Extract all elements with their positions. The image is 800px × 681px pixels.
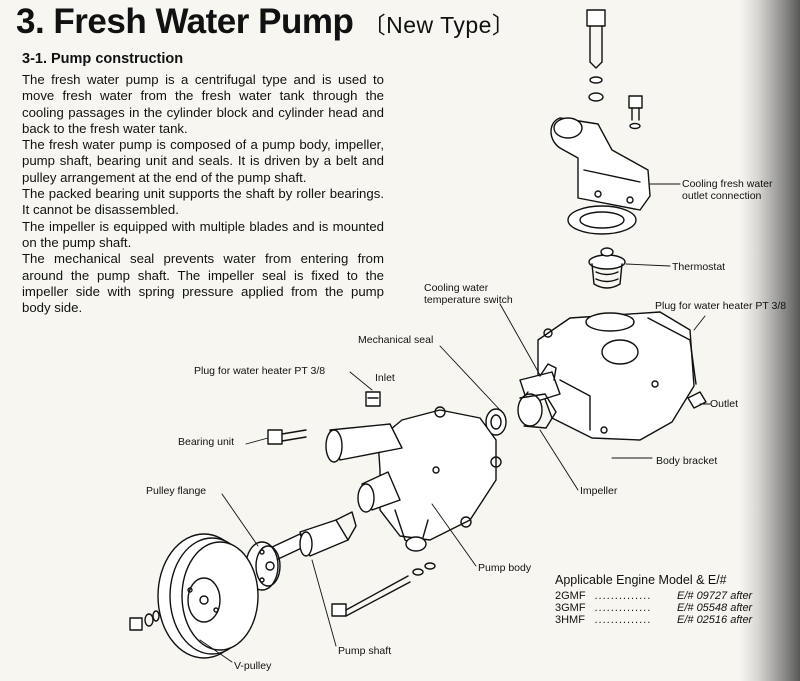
label-mechanical-seal: Mechanical seal	[358, 334, 434, 346]
paragraph-3: The packed bearing unit supports the sha…	[22, 186, 384, 218]
label-pulley-flange: Pulley flange	[146, 485, 207, 497]
long-bolt-icon	[331, 562, 436, 617]
engine-number: E/# 05548 after	[677, 602, 753, 614]
label-thermostat: Thermostat	[672, 261, 726, 273]
inlet-plug-icon	[365, 391, 381, 407]
paragraph-5: The mechanical seal prevents water from …	[22, 251, 384, 316]
leader-dots: ..............	[595, 602, 652, 614]
outlet-plug-icon	[687, 391, 707, 409]
label-inlet: Inlet	[375, 372, 395, 384]
thermostat-icon	[588, 247, 626, 289]
paragraph-1: The fresh water pump is a centrifugal ty…	[22, 72, 384, 136]
leader-lines	[199, 183, 711, 663]
engine-number: E/# 02516 after	[677, 614, 753, 626]
paragraph-4: The impeller is equipped with multiple b…	[22, 218, 384, 250]
paragraph-2: The fresh water pump is composed of a pu…	[22, 137, 384, 185]
label-pump-body: Pump body	[478, 562, 532, 574]
engine-model: 3GMF	[555, 602, 586, 614]
engine-row: 2GMF .............. E/# 09727 after	[555, 590, 765, 602]
engine-row: 3HMF .............. E/# 02516 after	[555, 614, 765, 626]
gasket-icon	[567, 205, 637, 235]
label-outlet-connection: Cooling fresh water outlet connection	[682, 178, 773, 202]
outlet-connection-icon	[550, 117, 651, 211]
engine-model: 3HMF	[555, 614, 585, 626]
page-edge-shadow	[740, 0, 800, 681]
impeller-icon	[517, 393, 557, 429]
mechanical-seal-icon	[485, 408, 507, 436]
short-bolt-icon	[628, 95, 643, 130]
top-bolt-icon	[586, 9, 606, 102]
label-impeller: Impeller	[580, 485, 618, 497]
body-text: The fresh water pump is a centrifugal ty…	[22, 72, 384, 316]
label-v-pulley: V-pulley	[234, 660, 272, 672]
label-body-bracket: Body bracket	[656, 455, 718, 467]
label-plug-right: Plug for water heater PT 3/8	[655, 300, 787, 312]
label-temperature-switch: Cooling water temperature switch	[424, 282, 513, 306]
pump-body-icon	[325, 406, 502, 552]
engine-number: E/# 09727 after	[677, 590, 753, 602]
engine-row: 3GMF .............. E/# 05548 after	[555, 602, 765, 614]
section-title: 3-1. Pump construction	[22, 51, 184, 67]
applicable-engine-table: Applicable Engine Model & E/# 2GMF .....…	[555, 573, 765, 626]
leader-dots: ..............	[595, 590, 652, 602]
label-bearing-unit: Bearing unit	[178, 436, 235, 448]
applicable-engine-title: Applicable Engine Model & E/#	[555, 573, 727, 587]
bearing-bolt-icon	[267, 429, 307, 445]
leader-dots: ..............	[595, 614, 652, 626]
engine-model: 2GMF	[555, 590, 586, 602]
label-pump-shaft: Pump shaft	[338, 645, 392, 657]
body-bracket-icon	[537, 311, 697, 441]
page-title: 3. Fresh Water Pump 〔New Type〕	[16, 2, 516, 41]
pulley-bolt-icon	[129, 610, 160, 631]
title-suffix: 〔New Type〕	[362, 12, 516, 38]
v-pulley-icon	[157, 533, 259, 659]
label-outlet: Outlet	[710, 398, 739, 410]
label-plug-left: Plug for water heater PT 3/8	[194, 365, 326, 377]
pump-shaft-icon	[269, 511, 357, 561]
